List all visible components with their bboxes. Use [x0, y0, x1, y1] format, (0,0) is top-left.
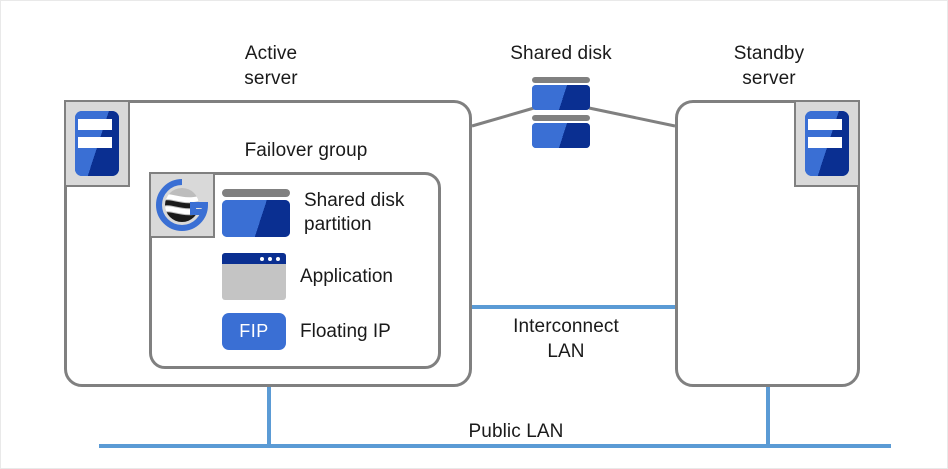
public-lan-label: Public LAN [468, 421, 564, 442]
link-shared-disk-to-standby [588, 106, 676, 128]
app-titlebar [222, 253, 286, 264]
app-titlebar-dot [259, 256, 264, 261]
disk-cap [532, 115, 590, 121]
server-slot-bar [807, 118, 843, 130]
disk-cap [222, 189, 290, 197]
disk-body [532, 85, 590, 110]
resource-application: Application [222, 253, 393, 300]
failover-group-label: Failover group [244, 140, 368, 161]
server-slot-bar [77, 118, 113, 130]
server-slot-bar [77, 136, 113, 148]
app-titlebar-dot [275, 256, 280, 261]
disk-cap [532, 77, 590, 83]
resource-label: Shared disk partition [304, 190, 405, 235]
app-window-icon [222, 253, 286, 300]
resource-label: Application [300, 265, 393, 287]
disk-icon [222, 189, 290, 237]
server-tower-icon [64, 100, 130, 187]
fip-badge-icon: FIP [222, 313, 286, 350]
disk-body [532, 123, 590, 148]
server-tower-icon [794, 100, 860, 187]
disk-stack-icon [532, 77, 590, 149]
server-slot-bar [807, 136, 843, 148]
link-active-to-shared-disk [471, 106, 535, 128]
active-server-label: Active server [244, 43, 298, 89]
resource-floating-ip: FIP Floating IP [222, 313, 391, 350]
clusterpro-g-icon [149, 172, 215, 238]
shared-disk-label: Shared disk [510, 43, 612, 64]
resource-shared-disk-partition: Shared disk partition [222, 189, 404, 237]
clusterpro-g-glyph [156, 179, 209, 231]
disk-body [222, 200, 290, 237]
interconnect-lan-label: Interconnect LAN [513, 316, 619, 362]
standby-server-label: Standby server [733, 43, 805, 89]
resource-label: Floating IP [300, 320, 391, 342]
app-titlebar-dot [267, 256, 272, 261]
